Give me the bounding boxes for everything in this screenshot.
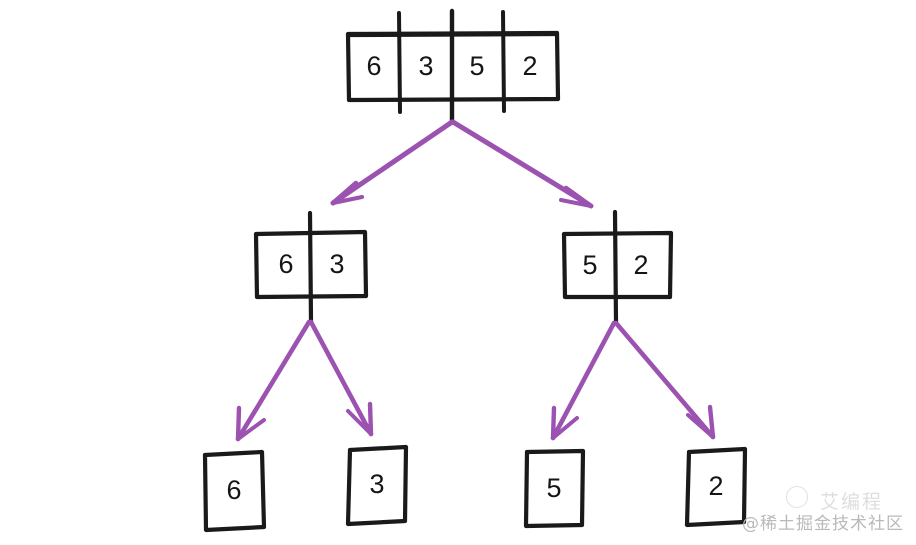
node-leaf-3: 3 [345,444,409,527]
arrow-left-mid-to-leaf-6 [235,319,312,442]
node-left-mid-cell-1: 3 [329,249,344,279]
arrow-right-mid-to-leaf-5 [550,320,617,441]
node-root-cell-1: 3 [418,51,433,81]
node-root-cell-3: 2 [522,51,537,81]
node-root-cell-0: 6 [366,51,381,81]
node-right-mid: 5 2 [561,209,674,325]
node-leaf-2-border [684,446,748,528]
node-leaf-6-value: 6 [226,475,241,505]
arrow-left-mid-to-leaf-3 [308,319,374,437]
node-leaf-2-value: 2 [708,471,723,501]
node-left-mid: 6 3 [253,210,369,324]
watermark-brand-text: 艾编程 [820,491,884,513]
watermark-brand-logo-icon [786,486,808,508]
node-leaf-5-border [523,448,586,529]
arrow-right-mid-to-leaf-2 [613,320,716,440]
arrow-root-to-right-mid [450,119,594,209]
node-leaf-6-border [202,449,267,533]
node-left-mid-divider [307,210,314,324]
arrow-root-to-left-mid [330,119,455,206]
watermark-site-text: @稀土掘金技术社区 [742,514,904,534]
node-right-mid-divider [612,209,619,325]
node-leaf-6: 6 [202,449,267,533]
node-left-mid-cell-0: 6 [278,249,293,279]
node-root-divider-1 [397,11,402,114]
node-root-divider-3 [501,10,506,113]
node-leaf-5-value: 5 [546,473,561,503]
node-root-cell-2: 5 [469,51,484,81]
node-root: 6 3 5 2 [345,8,561,123]
node-leaf-3-border [345,444,409,527]
node-leaf-2: 2 [684,446,748,528]
node-right-mid-cell-1: 2 [633,250,648,280]
node-leaf-3-value: 3 [369,469,384,499]
node-right-mid-cell-0: 5 [582,250,597,280]
node-leaf-5: 5 [523,448,586,529]
